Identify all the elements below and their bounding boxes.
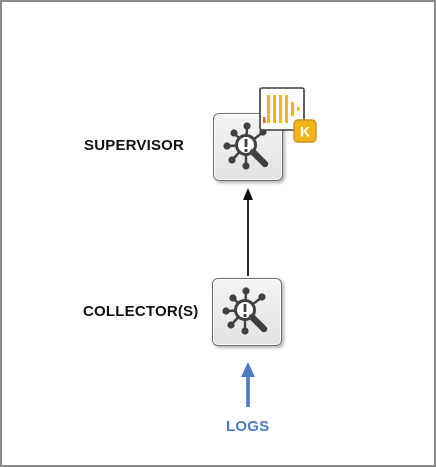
connector-arrow	[243, 188, 253, 276]
monitoring-hub-icon	[223, 122, 269, 170]
kafka-icon: K	[259, 87, 317, 143]
kafka-badge: K	[258, 87, 320, 154]
logs-arrow	[241, 362, 255, 407]
kafka-badge-letter: K	[300, 124, 310, 140]
logs-label: LOGS	[226, 418, 270, 435]
monitoring-hub-icon	[222, 287, 268, 335]
collector-node[interactable]	[212, 278, 282, 346]
supervisor-label: SUPERVISOR	[84, 137, 185, 154]
collector-label: COLLECTOR(S)	[83, 303, 199, 320]
